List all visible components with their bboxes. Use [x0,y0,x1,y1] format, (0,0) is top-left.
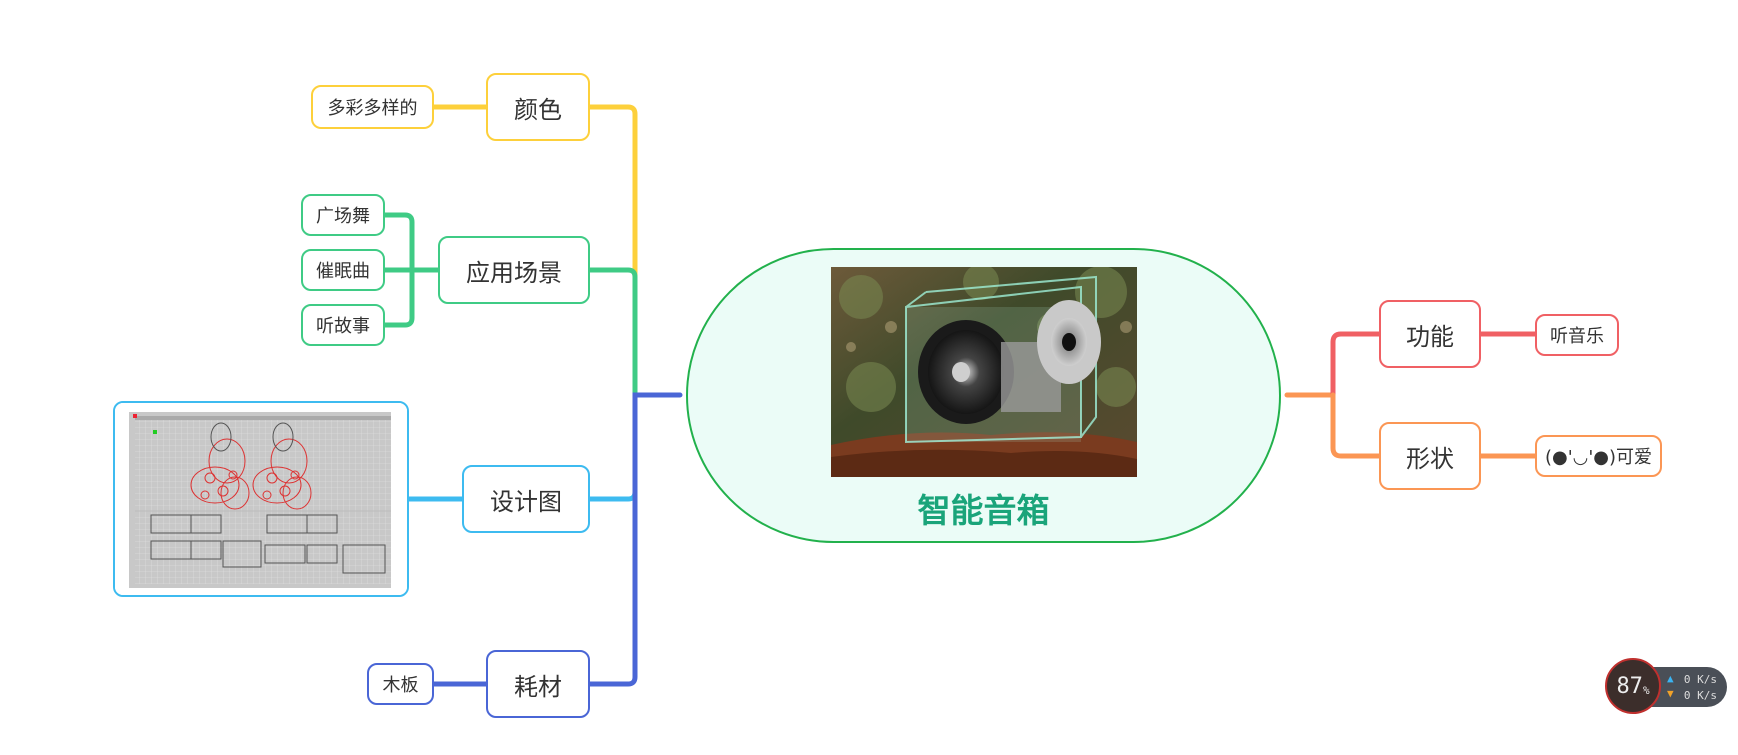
download-speed: 0 K/s [1684,689,1717,702]
memory-gauge[interactable]: 87% [1605,658,1661,714]
connector-shape [1333,395,1379,456]
leaf-story[interactable]: 听故事 [301,304,385,346]
memory-percent: 87 [1616,674,1643,699]
connector-color [590,107,635,395]
leaf-listen-music[interactable]: 听音乐 [1535,314,1619,356]
design-drawing-image[interactable] [113,401,409,597]
branch-design-label: 设计图 [490,482,562,517]
leaf-cute[interactable]: (●'◡'●)可爱 [1535,435,1662,477]
connector-function [1333,334,1379,395]
branch-function[interactable]: 功能 [1379,300,1481,368]
network-monitor-widget[interactable]: ▲ ▼ 0 K/s 0 K/s 87% [1605,658,1727,716]
upload-speed: 0 K/s [1684,673,1717,686]
branch-scene-label: 应用场景 [466,253,562,288]
branch-material[interactable]: 耗材 [486,650,590,718]
connector-scene-leaves [385,215,438,325]
central-title: 智能音箱 [688,484,1279,532]
connector-scene [590,270,635,395]
leaf-listen-music-label: 听音乐 [1550,322,1604,348]
leaf-colorful[interactable]: 多彩多样的 [311,85,434,129]
leaf-square-dance-label: 广场舞 [316,202,370,228]
leaf-wood-board-label: 木板 [383,671,419,697]
branch-shape[interactable]: 形状 [1379,422,1481,490]
leaf-lullaby[interactable]: 催眠曲 [301,249,385,291]
memory-percent-sign: % [1643,684,1650,697]
leaf-story-label: 听故事 [316,312,370,338]
download-arrow-icon: ▼ [1667,687,1674,700]
branch-material-label: 耗材 [514,667,562,702]
branch-color-label: 颜色 [514,90,562,125]
speaker-photo [831,267,1137,477]
upload-arrow-icon: ▲ [1667,672,1674,685]
connector-material [590,395,680,684]
branch-shape-label: 形状 [1406,439,1454,474]
central-topic[interactable]: 智能音箱 [686,248,1281,543]
branch-color[interactable]: 颜色 [486,73,590,141]
leaf-colorful-label: 多彩多样的 [328,94,418,120]
leaf-wood-board[interactable]: 木板 [367,663,434,705]
branch-design[interactable]: 设计图 [462,465,590,533]
branch-function-label: 功能 [1406,317,1454,352]
branch-scene[interactable]: 应用场景 [438,236,590,304]
leaf-square-dance[interactable]: 广场舞 [301,194,385,236]
leaf-cute-label: (●'◡'●)可爱 [1545,443,1652,469]
leaf-lullaby-label: 催眠曲 [316,257,370,283]
